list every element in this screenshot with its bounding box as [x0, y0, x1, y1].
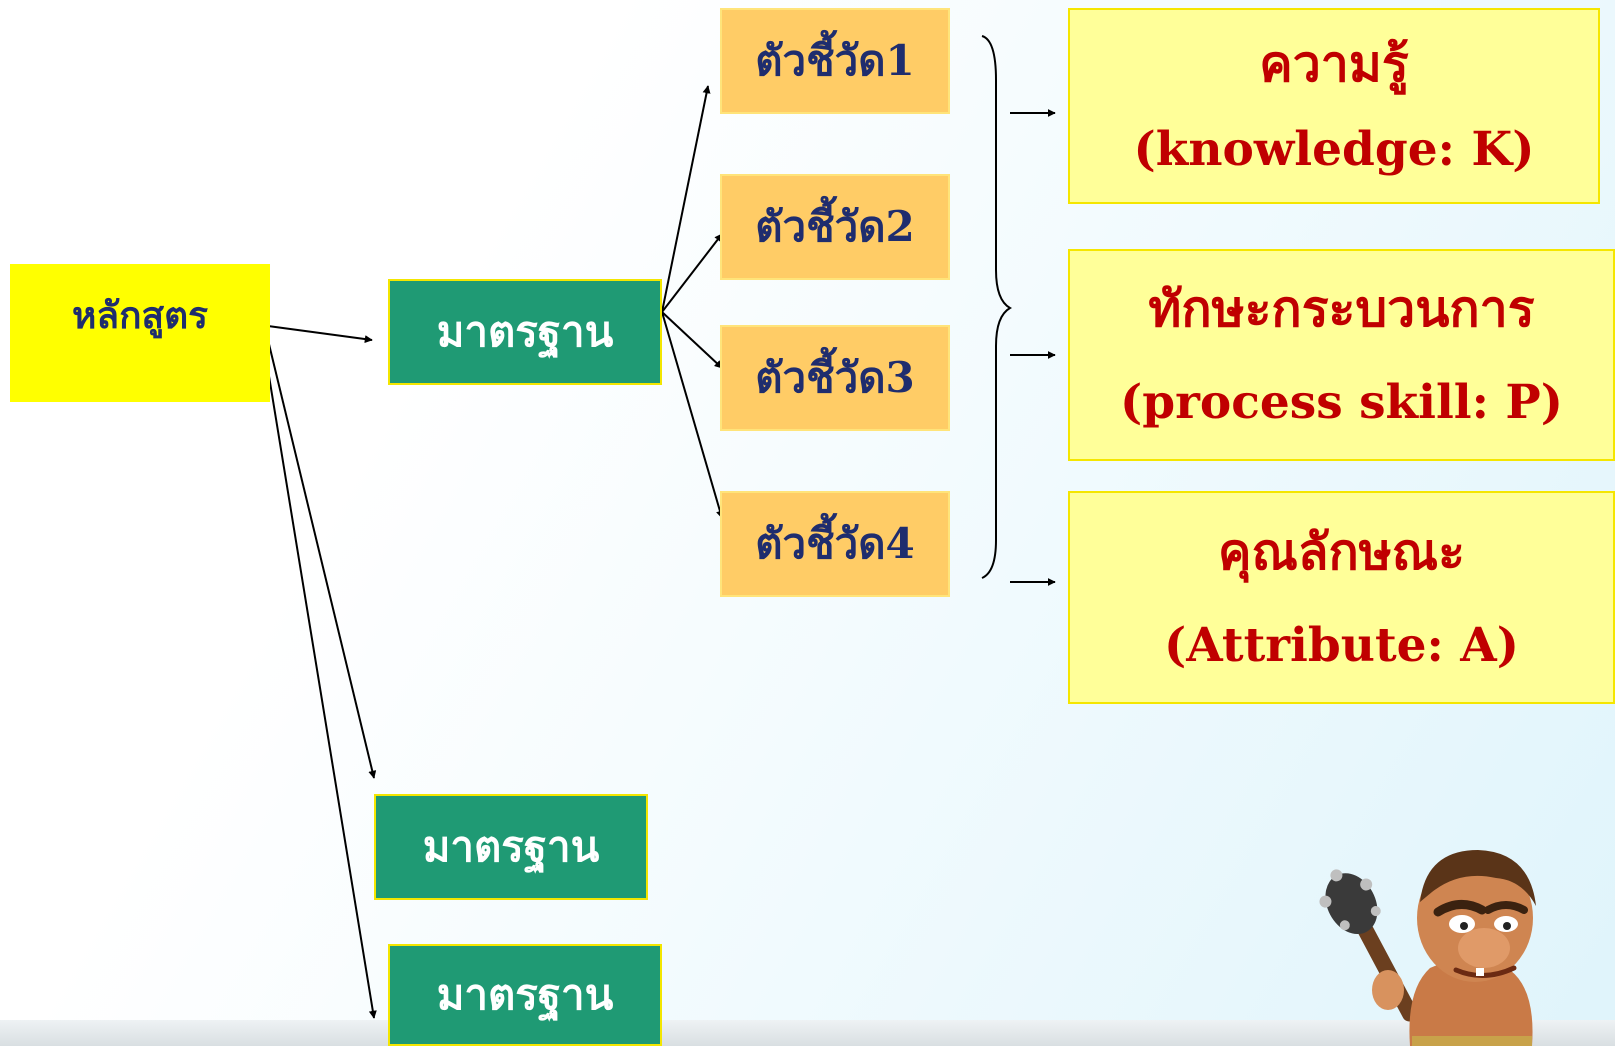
indicator-node-2: ตัวชี้วัด2	[720, 174, 950, 280]
outcome-attribute-thai: คุณลักษณะ	[1218, 521, 1465, 581]
standard-node-1: มาตรฐาน	[388, 279, 662, 385]
arrow-standard-to-indicator-4	[661, 311, 724, 519]
curly-brace	[981, 35, 1013, 579]
bottom-band	[0, 1020, 1615, 1046]
outcome-knowledge-english: (knowledge: K)	[1133, 121, 1535, 177]
curriculum-label: หลักสูตร	[72, 294, 208, 337]
standard-node-3: มาตรฐาน	[388, 944, 662, 1046]
indicator-node-1: ตัวชี้วัด1	[720, 8, 950, 114]
standard-node-2: มาตรฐาน	[374, 794, 648, 900]
outcome-process-skill-thai: ทักษะกระบวนการ	[1148, 279, 1535, 339]
arrow-root-to-standard-1	[267, 325, 373, 344]
caveman-with-club-icon	[1319, 850, 1536, 1046]
indicator-label-1: ตัวชี้วัด1	[755, 36, 915, 85]
arrow-standard-to-indicator-3	[661, 311, 723, 369]
outcome-process-skill: ทักษะกระบวนการ (process skill: P)	[1068, 249, 1615, 461]
outcome-process-skill-english: (process skill: P)	[1120, 374, 1563, 430]
indicator-label-3: ตัวชี้วัด3	[755, 353, 915, 402]
outcome-knowledge: ความรู้ (knowledge: K)	[1068, 8, 1600, 204]
standard-label-1: มาตรฐาน	[436, 307, 614, 356]
arrow-root-to-standard-3	[267, 369, 377, 1019]
outcome-attribute: คุณลักษณะ (Attribute: A)	[1068, 491, 1615, 704]
outcome-attribute-english: (Attribute: A)	[1164, 617, 1519, 673]
standard-label-3: มาตรฐาน	[436, 970, 614, 1019]
standard-label-2: มาตรฐาน	[422, 822, 600, 871]
arrow-standard-to-indicator-2	[661, 233, 723, 313]
arrow-standard-to-indicator-1	[661, 85, 711, 313]
indicator-node-4: ตัวชี้วัด4	[720, 491, 950, 597]
outcome-knowledge-thai: ความรู้	[1259, 34, 1409, 94]
indicator-label-4: ตัวชี้วัด4	[755, 519, 915, 568]
arrow-root-to-standard-2	[267, 339, 377, 779]
indicator-node-3: ตัวชี้วัด3	[720, 325, 950, 431]
indicator-label-2: ตัวชี้วัด2	[755, 202, 915, 251]
curriculum-node: หลักสูตร	[10, 264, 270, 402]
